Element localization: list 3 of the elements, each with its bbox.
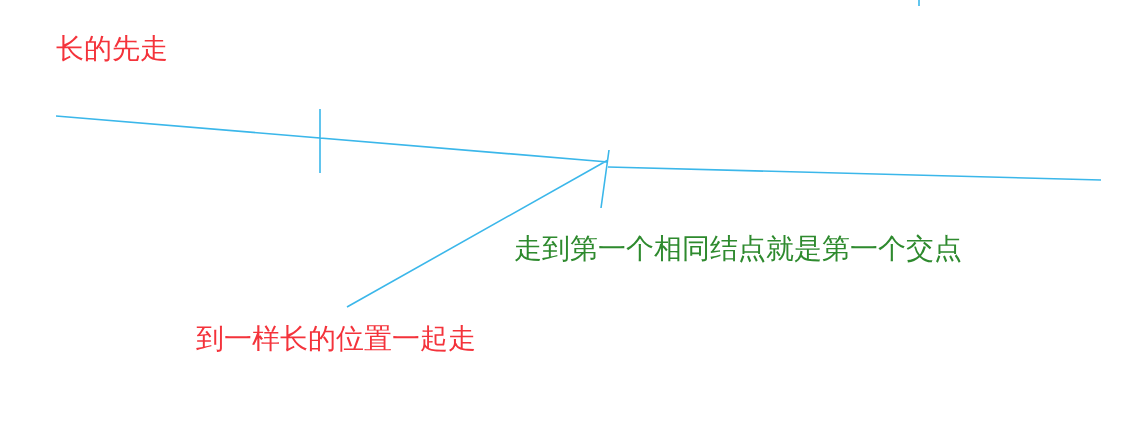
annotation-text: 走到第一个相同结点就是第一个交点	[514, 232, 962, 266]
annotation-text: 长的先走	[56, 32, 168, 66]
annotation-text: 到一样长的位置一起走	[196, 322, 476, 356]
